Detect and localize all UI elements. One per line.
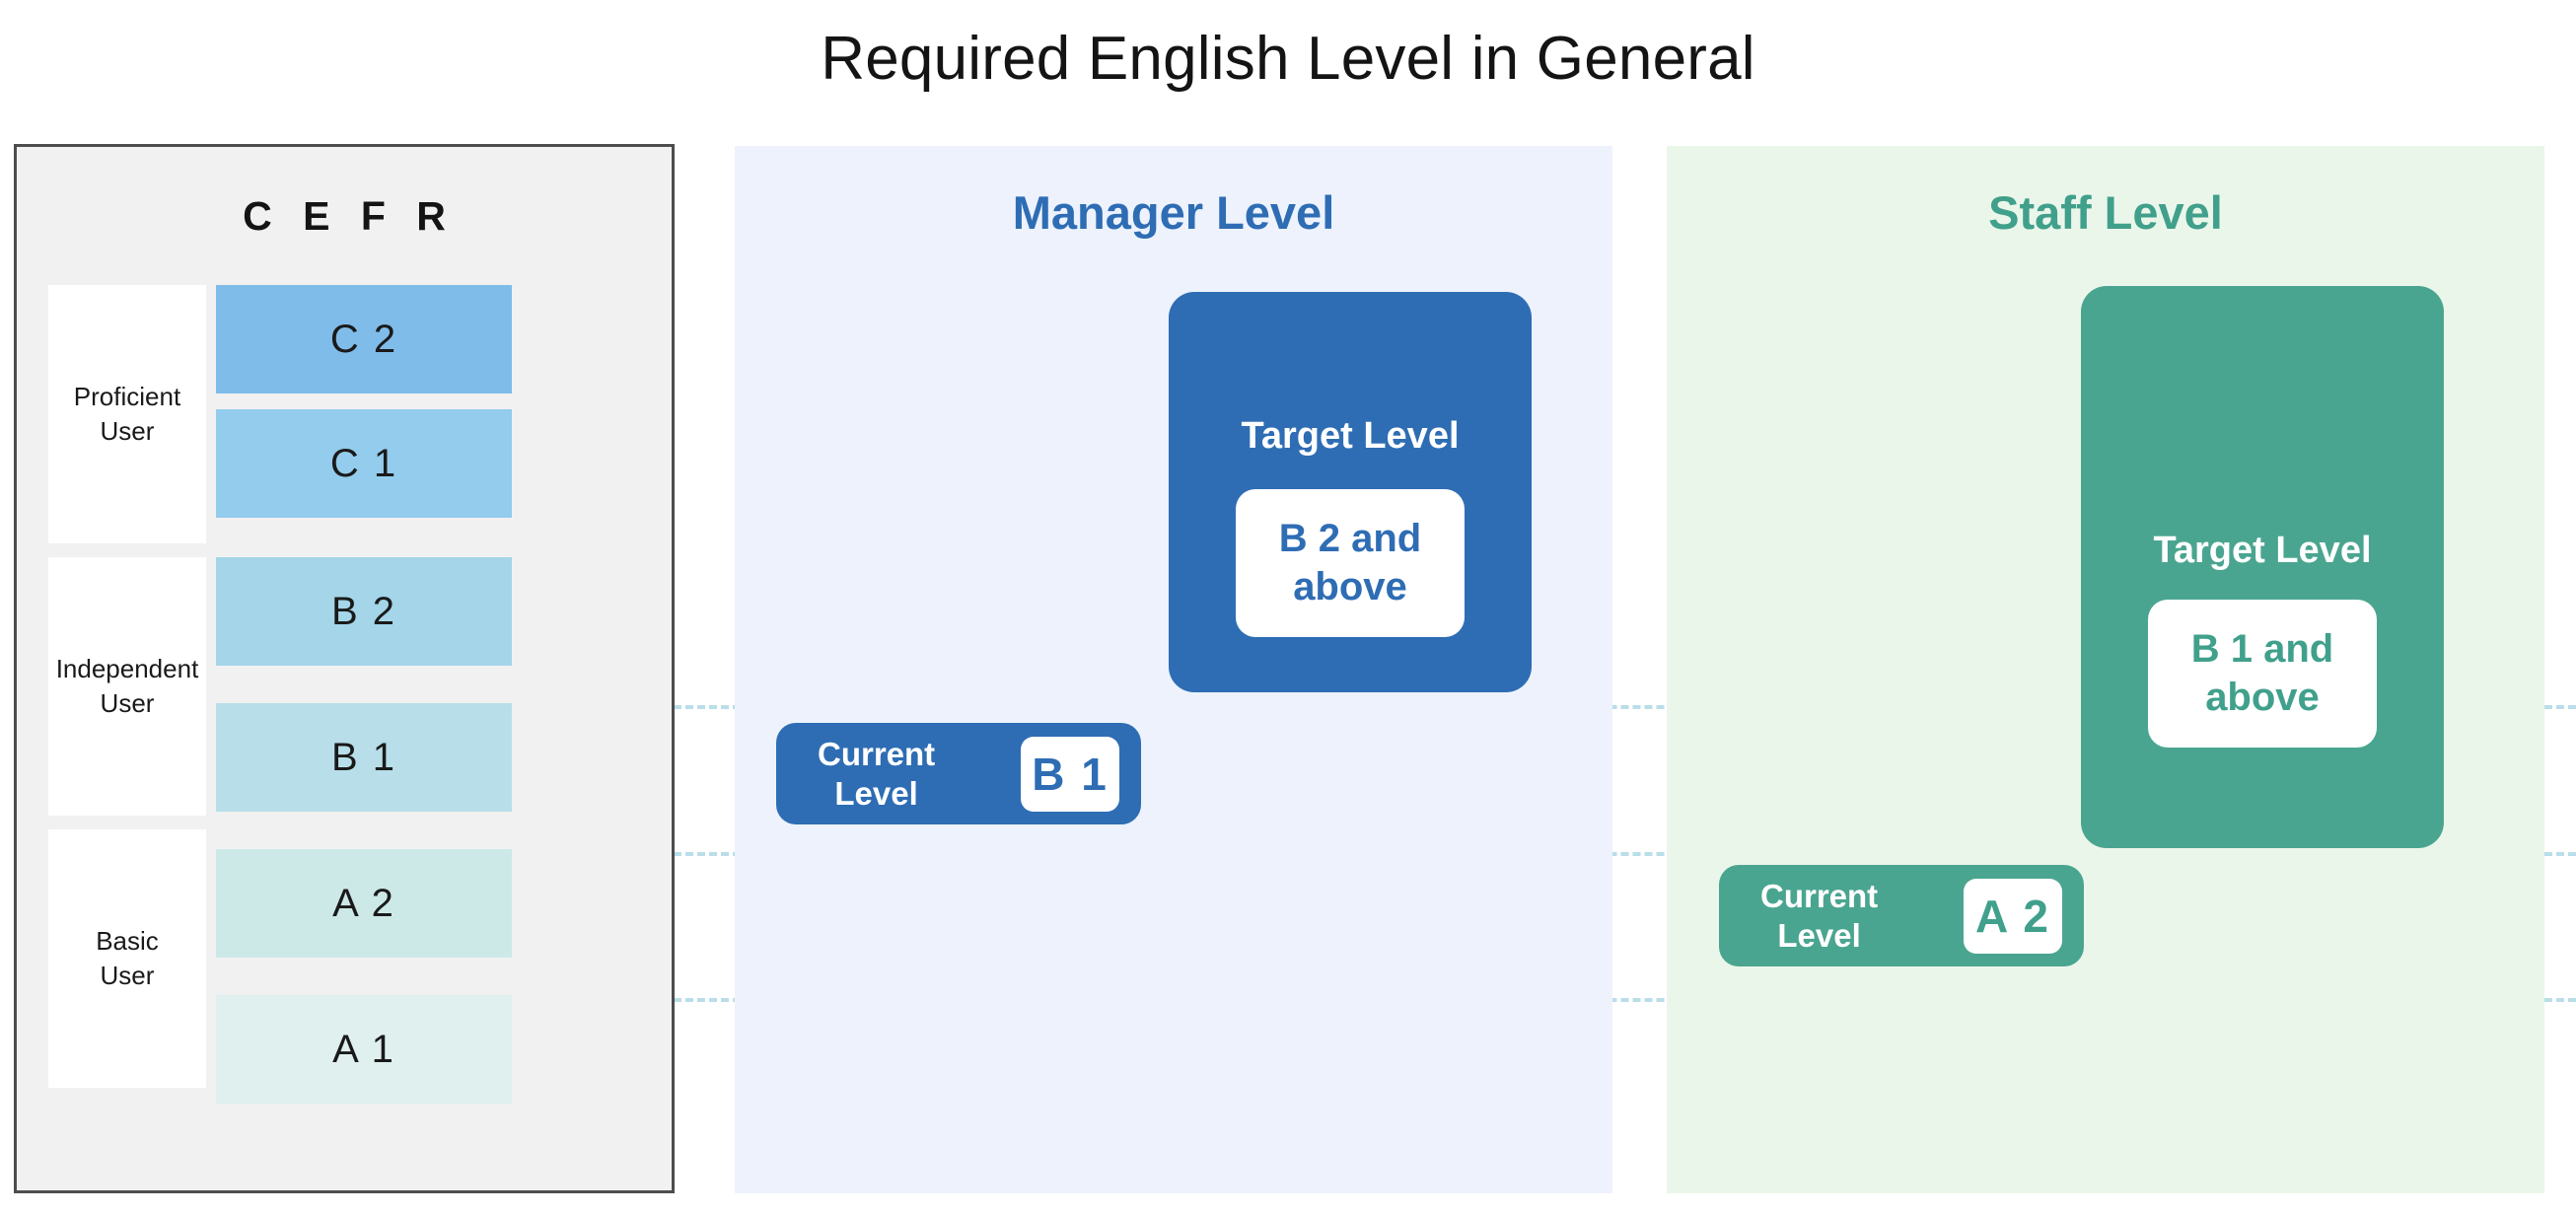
- staff-current-level-badge[interactable]: Current Level A 2: [1719, 865, 2084, 966]
- cefr-level-b2: B 2: [216, 557, 512, 666]
- manager-target-level-title: Target Level: [1241, 415, 1460, 457]
- cefr-category-independent-line1: Independent: [55, 653, 199, 683]
- cefr-level-c2: C 2: [216, 285, 512, 393]
- cefr-category-proficient-line1: Proficient: [73, 381, 181, 411]
- manager-current-level-label-line1: Current: [818, 735, 936, 772]
- gridline-b1-a2: [674, 852, 2576, 856]
- manager-current-level-badge[interactable]: Current Level B 1: [776, 723, 1141, 824]
- cefr-category-independent-line2: User: [100, 688, 155, 718]
- staff-current-level-chip: A 2: [1964, 878, 2062, 954]
- cefr-category-basic: Basic User: [48, 829, 206, 1088]
- staff-target-level-chip-line2: above: [2205, 675, 2320, 719]
- cefr-level-a2: A 2: [216, 849, 512, 958]
- cefr-level-a1: A 1: [216, 995, 512, 1104]
- cefr-category-basic-line1: Basic: [96, 925, 159, 956]
- manager-current-level-label-line2: Level: [834, 774, 918, 812]
- cefr-heading: C E F R: [243, 193, 456, 239]
- manager-target-level-chip: B 2 and above: [1236, 488, 1465, 637]
- cefr-category-proficient: Proficient User: [48, 285, 206, 543]
- manager-level-heading: Manager Level: [1012, 186, 1335, 239]
- manager-target-level-card[interactable]: Target Level B 2 and above: [1169, 292, 1532, 692]
- manager-current-level-chip: B 1: [1021, 736, 1119, 812]
- gridline-b2-b1: [674, 705, 2576, 709]
- cefr-category-basic-line2: User: [100, 961, 155, 990]
- cefr-category-proficient-line2: User: [100, 416, 155, 446]
- page-title: Required English Level in General: [821, 25, 1755, 93]
- staff-level-heading: Staff Level: [1988, 186, 2223, 239]
- cefr-level-b1: B 1: [216, 703, 512, 812]
- staff-target-level-chip: B 1 and above: [2148, 599, 2377, 748]
- manager-target-level-chip-line1: B 2 and: [1278, 517, 1422, 560]
- staff-current-level-label: Current Level: [1760, 877, 1878, 955]
- staff-target-level-chip-line1: B 1 and: [2190, 627, 2334, 671]
- manager-current-level-label: Current Level: [818, 735, 935, 813]
- staff-current-level-label-line2: Level: [1777, 916, 1861, 954]
- manager-target-level-chip-line2: above: [1293, 564, 1407, 608]
- staff-target-level-card[interactable]: Target Level B 1 and above: [2081, 286, 2444, 848]
- cefr-level-c1: C 1: [216, 409, 512, 518]
- staff-target-level-title: Target Level: [2153, 530, 2372, 571]
- gridline-a2-a1: [674, 998, 2576, 1002]
- staff-current-level-label-line1: Current: [1760, 877, 1879, 914]
- cefr-panel: C E F R Proficient User Independent User…: [14, 144, 675, 1193]
- cefr-category-independent: Independent User: [48, 557, 206, 816]
